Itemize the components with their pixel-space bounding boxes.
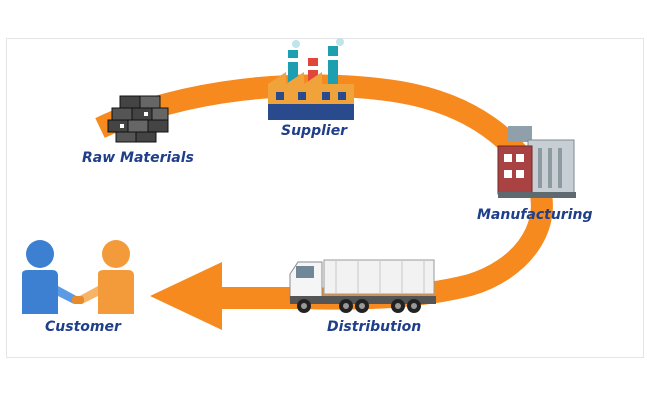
brick-stack-icon [107,95,169,143]
factory-chimneys-icon [268,38,354,120]
customer-label: Customer [45,319,121,335]
raw-materials-label: Raw Materials [82,150,194,166]
supplier-label: Supplier [281,123,348,139]
cycle-arrow-head [150,262,222,330]
person-right [102,240,130,268]
handshake-icon [22,240,134,314]
manufacturing-plant-icon [497,126,576,198]
distribution-label: Distribution [327,319,422,335]
dump-truck-icon [289,259,436,313]
person-left [26,240,54,268]
manufacturing-label: Manufacturing [477,207,593,223]
